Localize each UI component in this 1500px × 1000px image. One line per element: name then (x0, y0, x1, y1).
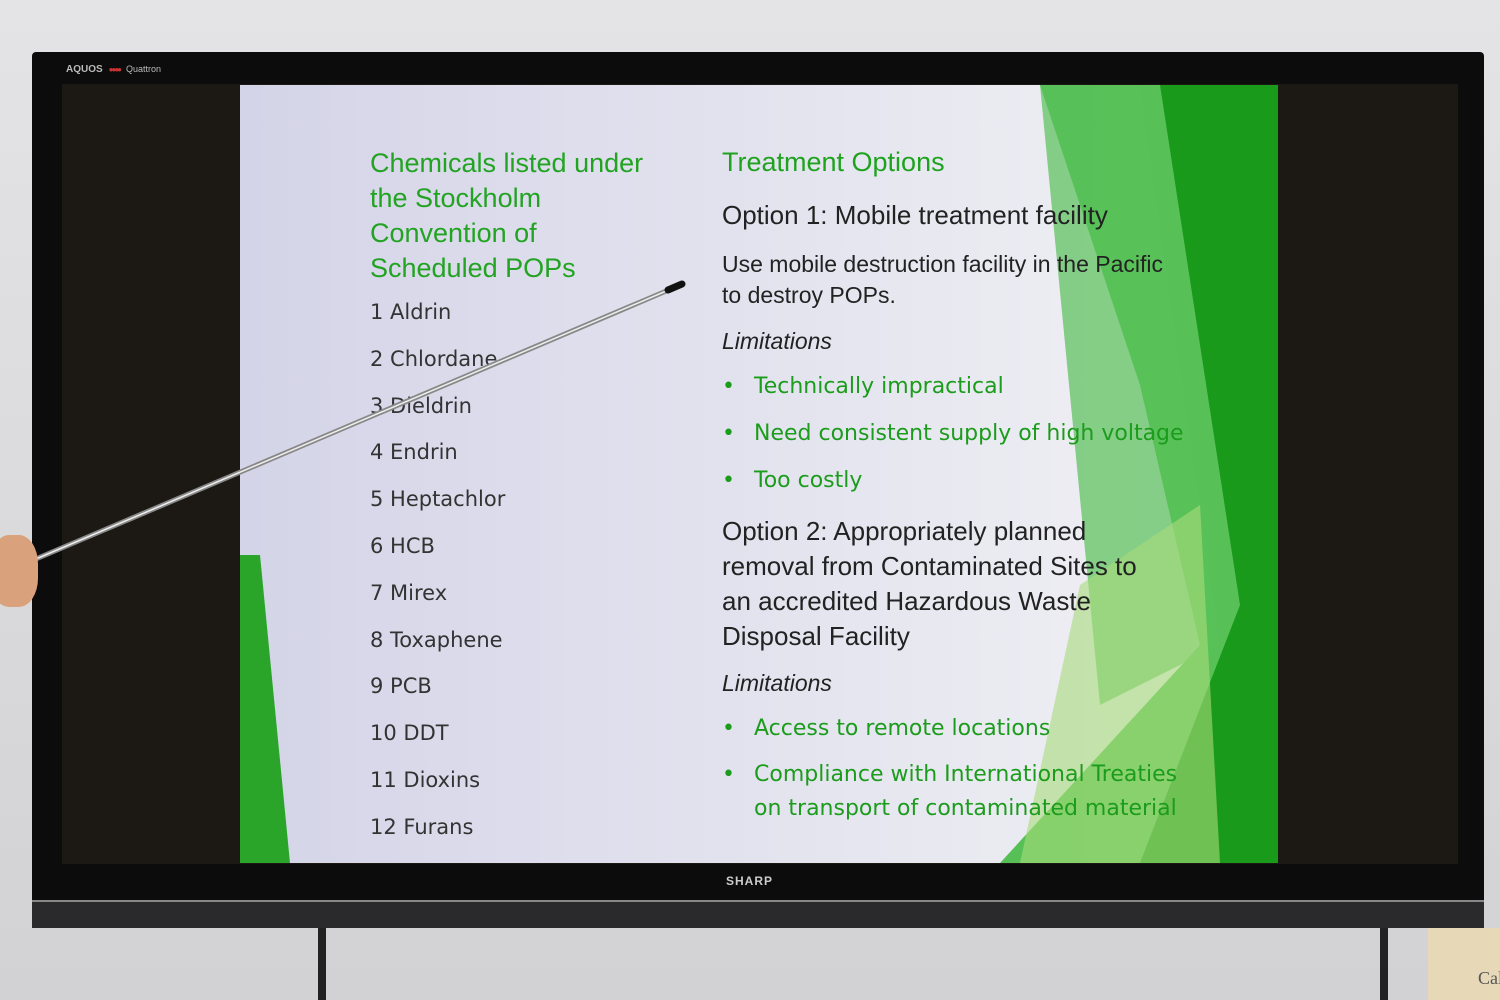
chemical-list-item: 7 Mirex (370, 580, 448, 605)
chemical-list-item: 5 Heptachlor (370, 487, 506, 512)
presentation-slide (240, 85, 1278, 863)
chemical-list-item: 8 Toxaphene (370, 627, 503, 652)
limitation-text: Technically impractical (754, 374, 1004, 399)
bullet-icon: • (722, 762, 735, 787)
limitation-text: Access to remote locations (754, 716, 1051, 741)
limitation-bullet: • Too costly (722, 468, 862, 493)
chemical-list-item: 2 Chlordane (370, 346, 498, 371)
limitation-text: Too costly (754, 468, 863, 493)
right-column-title: Treatment Options (722, 147, 945, 177)
chemical-list-item: 12 Furans (370, 814, 474, 839)
bullet-icon: • (722, 468, 735, 493)
bullet-icon: • (722, 374, 735, 399)
wall-mount-leg (1380, 928, 1388, 1000)
tv-bottom-bezel (32, 900, 1484, 928)
limitations-label: Limitations (722, 670, 832, 696)
cable (318, 928, 326, 1000)
limitation-continued: on transport of contaminated material (754, 796, 1177, 821)
chemical-list-item: 1 Aldrin (370, 300, 452, 324)
option1-heading: Option 1: Mobile treatment facility (722, 200, 1108, 230)
limitations-label: Limitations (722, 328, 832, 354)
chemical-list-item: 6 HCB (370, 534, 435, 558)
option2-heading: Disposal Facility (722, 621, 910, 651)
chemical-list-item: 10 DDT (370, 721, 449, 746)
option2-heading: an accredited Hazardous Waste (722, 586, 1092, 616)
left-column-title: Chemicals listed under the Stockholm Con… (370, 148, 644, 283)
limitation-bullet: • Compliance with International Treaties (722, 762, 1177, 787)
limitation-text: Need consistent supply of high voltage (754, 421, 1184, 446)
option1-text: to destroy POPs. (722, 282, 896, 308)
chemical-list-item: 4 Endrin (370, 440, 458, 465)
option2-heading: Option 2: Appropriately planned (722, 516, 1087, 546)
bullet-icon: • (722, 716, 735, 741)
limitation-bullet: • Need consistent supply of high voltage (722, 421, 1184, 446)
bullet-icon: • (722, 421, 735, 446)
limitation-bullet: • Technically impractical (722, 374, 1004, 399)
chemical-list-item: 9 PCB (370, 674, 432, 699)
slide-green-decoration (240, 85, 1278, 863)
option2-heading: removal from Contaminated Sites to (722, 551, 1137, 581)
sharp-logo: SHARP (726, 874, 774, 888)
limitation-text: Compliance with International Treaties (754, 762, 1178, 787)
tv-brand-logo: AQUOS●●●●Quattron (66, 64, 162, 75)
chemical-list-item: 11 Dioxins (370, 768, 481, 792)
presenter-hand (0, 535, 38, 607)
poster: Cal (1428, 928, 1500, 1000)
option1-text: Use mobile destruction facility in the P… (722, 251, 1164, 277)
limitation-bullet: • Access to remote locations (722, 716, 1050, 741)
